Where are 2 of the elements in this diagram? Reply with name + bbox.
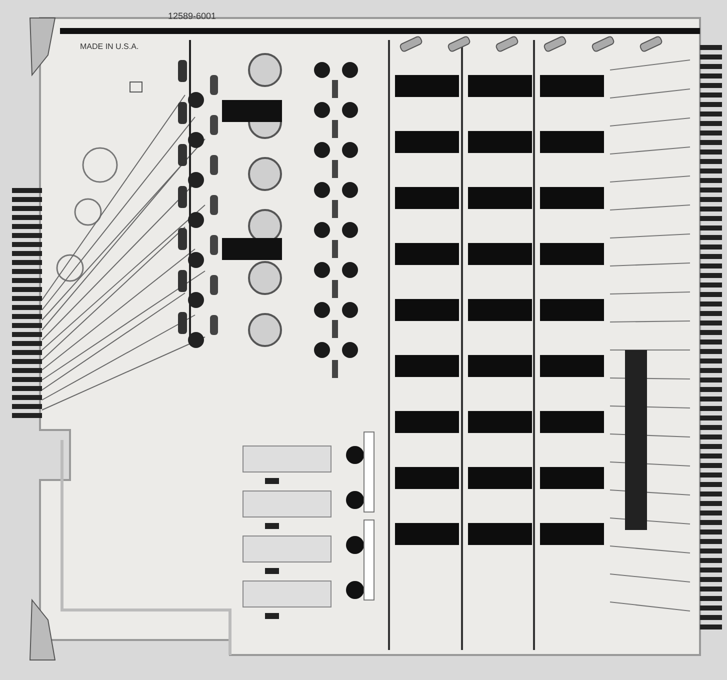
part-number: 12589-6001 [168,12,216,21]
origin-marking: MADE IN U.S.A. [80,43,139,51]
